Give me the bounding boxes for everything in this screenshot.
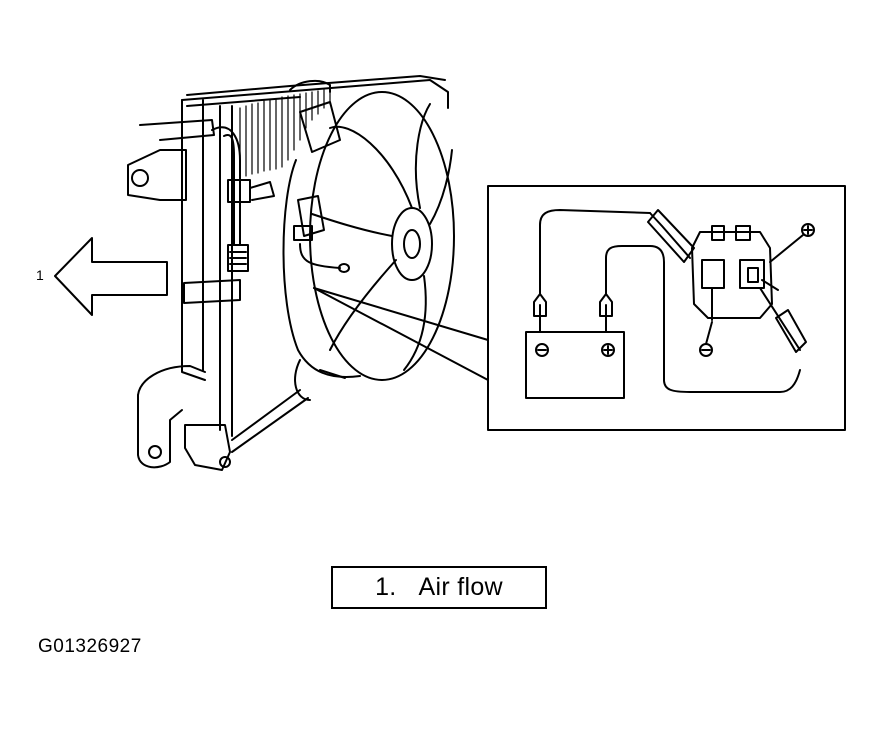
- legend-box: 1. Air flow: [331, 566, 547, 609]
- inset-box: [488, 186, 845, 430]
- battery-positive-icon: [602, 344, 614, 356]
- battery-negative-icon: [536, 344, 548, 356]
- air-flow-arrow: [55, 238, 167, 315]
- fan-shroud: [284, 81, 361, 400]
- callout-number-1: 1: [36, 267, 44, 283]
- inset-motor-connector: [692, 226, 778, 320]
- condenser-assembly: [128, 76, 448, 470]
- legend-number: 1.: [375, 573, 397, 601]
- fan-motor-connector: [294, 196, 349, 272]
- legend-text: Air flow: [418, 573, 503, 601]
- figure-id: G01326927: [38, 636, 142, 657]
- zoom-line-top: [314, 288, 488, 340]
- cooling-fan: [310, 92, 454, 380]
- battery: [526, 210, 806, 398]
- zoom-line-bottom: [314, 288, 488, 380]
- connector-positive-icon: [802, 224, 814, 236]
